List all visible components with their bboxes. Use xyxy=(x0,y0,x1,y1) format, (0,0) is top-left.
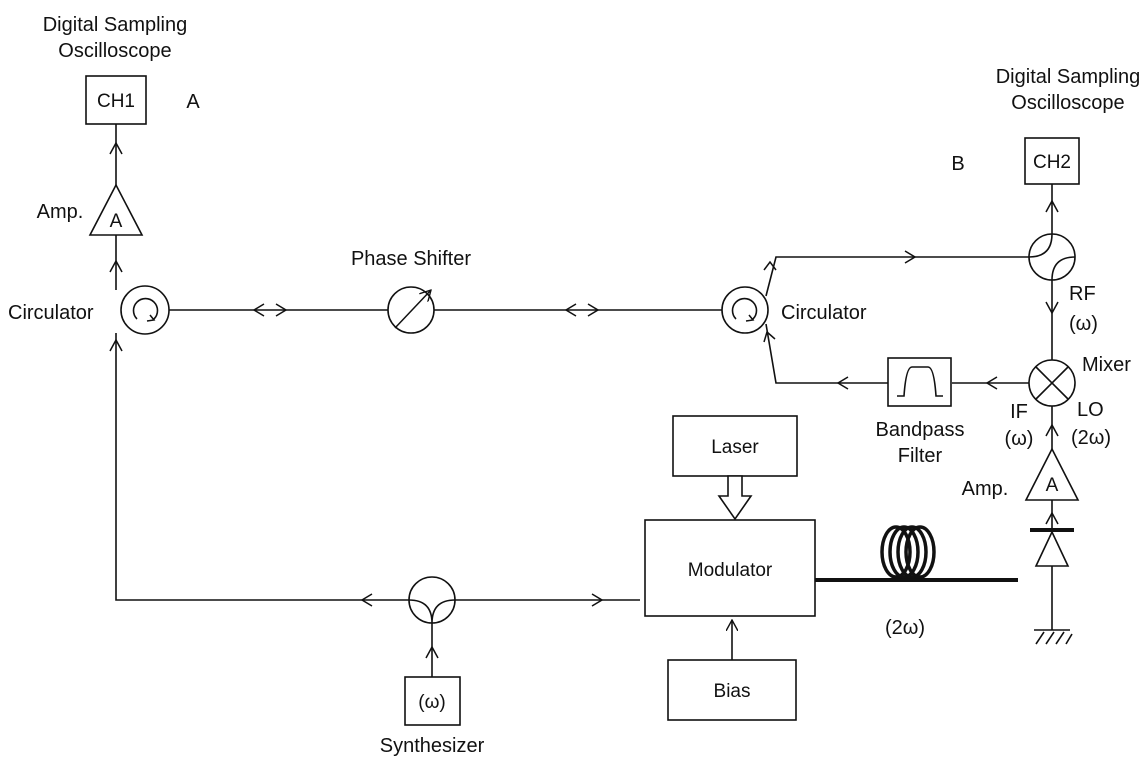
if-label: IF xyxy=(1010,401,1028,423)
circulator-right-arc-arrow xyxy=(745,314,755,322)
dso-left-title-line1: Digital Sampling xyxy=(43,14,188,36)
wire-filter-to-circ-right xyxy=(765,323,888,384)
rf-label: RF xyxy=(1069,283,1096,305)
bandpass-filter-box xyxy=(887,357,952,407)
arrow-up-ch1 xyxy=(109,141,123,155)
amp-left-symbol: A xyxy=(110,211,123,232)
circulator-left-symbol xyxy=(120,285,170,335)
power-splitter-bottom-curves xyxy=(408,599,456,624)
phase-shifter-label: Phase Shifter xyxy=(351,248,471,270)
circulator-right-label: Circulator xyxy=(781,302,867,324)
circulator-right-symbol xyxy=(721,286,769,334)
ch2-box xyxy=(1024,137,1080,185)
circulator-left-arc xyxy=(132,297,159,320)
circulator-left-label: Circulator xyxy=(8,302,94,324)
arrow-down-rf xyxy=(1045,301,1059,315)
modulator-box xyxy=(644,519,816,617)
circulator-left-arc-arrow xyxy=(146,314,156,322)
dso-right-title-line2: Oscilloscope xyxy=(1011,92,1124,114)
bandpass-filter-label-line1: Bandpass xyxy=(876,419,965,441)
dso-right-title-line1: Digital Sampling xyxy=(996,66,1141,88)
fiber-spool-icon xyxy=(880,525,936,579)
arrow-up-amp xyxy=(109,259,123,273)
dso-left-title-line2: Oscilloscope xyxy=(58,40,171,62)
bandpass-filter-icon xyxy=(897,366,943,397)
bidir-arrow-right-1 xyxy=(275,303,288,317)
fiber-freq-label: (2ω) xyxy=(885,617,925,639)
arrow-left-from-filter xyxy=(836,376,849,390)
lo-label: LO xyxy=(1077,399,1104,421)
arrow-into-circ-right xyxy=(763,330,776,343)
ground-hatch xyxy=(1035,631,1073,645)
synthesizer-label: Synthesizer xyxy=(380,735,485,757)
bidir-arrow-right-2 xyxy=(587,303,600,317)
bidir-arrow-left-2 xyxy=(564,303,577,317)
laser-box xyxy=(672,415,798,477)
modulator-label: Modulator xyxy=(688,560,773,581)
if-freq-label: (ω) xyxy=(1005,428,1034,450)
arrow-right-to-modulator xyxy=(591,593,604,607)
ch1-box xyxy=(85,75,147,125)
point-b-label: B xyxy=(951,153,964,175)
bias-box xyxy=(667,659,797,721)
circulator-right-arc xyxy=(731,297,758,320)
arrow-left-feedback xyxy=(360,593,373,607)
arrow-right-to-splitter xyxy=(904,250,917,264)
point-a-label: A xyxy=(186,91,200,113)
arrow-up-amp-right xyxy=(1045,511,1059,525)
arrow-left-to-filter xyxy=(985,376,998,390)
synthesizer-box xyxy=(404,676,461,726)
arrow-up-lo xyxy=(1045,423,1059,437)
photodiode-symbol xyxy=(1034,530,1070,567)
arrow-up-ch2 xyxy=(1045,199,1059,213)
rf-freq-label: (ω) xyxy=(1069,313,1098,335)
synthesizer-freq-label: (ω) xyxy=(418,692,446,713)
bidir-arrow-left-1 xyxy=(252,303,265,317)
mixer-label: Mixer xyxy=(1082,354,1131,376)
arrow-up-synth xyxy=(425,645,439,659)
amp-left-label: Amp. xyxy=(37,201,84,223)
laser-label: Laser xyxy=(711,437,759,458)
wire-feedback-bottom xyxy=(115,333,640,601)
mixer-cross xyxy=(1035,366,1069,400)
phase-shifter-arrow xyxy=(394,290,431,329)
bandpass-filter-label-line2: Filter xyxy=(898,445,943,467)
bias-label: Bias xyxy=(714,681,751,702)
wire-circ-right-to-splitter xyxy=(765,256,1034,297)
arrow-up-into-circ-left xyxy=(109,338,123,352)
lo-freq-label: (2ω) xyxy=(1071,427,1111,449)
power-splitter-right-curves xyxy=(1028,233,1076,281)
ch1-label: CH1 xyxy=(97,91,135,112)
amp-right-label: Amp. xyxy=(962,478,1009,500)
ch2-label: CH2 xyxy=(1033,152,1071,173)
arrow-out-circ-right xyxy=(763,260,777,271)
laser-output-arrow xyxy=(717,475,753,521)
amp-right-symbol: A xyxy=(1046,475,1059,496)
